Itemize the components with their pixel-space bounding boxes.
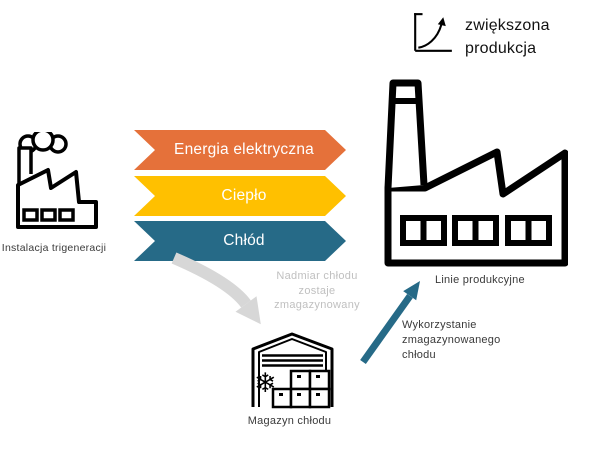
growth-chart-icon (414, 13, 452, 52)
flow-label-cold: Chłód (223, 232, 265, 249)
increased-production-line2: produkcja (465, 40, 537, 57)
flow-arrow-heat: Ciepło (134, 176, 346, 216)
snowflake-icon: ❄ (254, 368, 277, 398)
storage-curved-arrow (171, 252, 261, 325)
usage-note-line3: chłodu (402, 349, 436, 361)
usage-note: Wykorzystanie zmagazynowanego chłodu (402, 318, 522, 363)
flow-label-electricity: Energia elektryczna (174, 141, 314, 158)
surplus-note-line2: zostaje (298, 284, 336, 297)
usage-note-line1: Wykorzystanie (402, 319, 477, 331)
cold-storage-label: Magazyn chłodu (247, 415, 332, 427)
production-lines-label: Linie produkcyjne (435, 274, 525, 286)
usage-arrow (360, 281, 420, 365)
flow-arrow-electricity: Energia elektryczna (134, 130, 346, 170)
trigeneration-label: Instalacja trigeneracji (1, 242, 107, 254)
production-factory-icon (384, 79, 568, 267)
increased-production-text: zwiększona produkcja (465, 14, 550, 60)
trigeneration-plant-icon (16, 132, 98, 229)
increased-production-line1: zwiększona (465, 17, 550, 34)
surplus-note-line1: Nadmiar chłodu (276, 270, 358, 282)
flow-arrow-cold: Chłód (134, 221, 346, 261)
cold-storage-icon: ❄ (251, 332, 334, 409)
usage-note-line2: zmagazynowanego (402, 334, 501, 346)
surplus-note-line3: zmagazynowany (274, 299, 360, 311)
increased-production-note: zwiększona produkcja (412, 11, 550, 60)
surplus-note: Nadmiar chłodu zostaje zmagazynowany (252, 269, 382, 313)
flow-label-heat: Ciepło (221, 187, 267, 204)
